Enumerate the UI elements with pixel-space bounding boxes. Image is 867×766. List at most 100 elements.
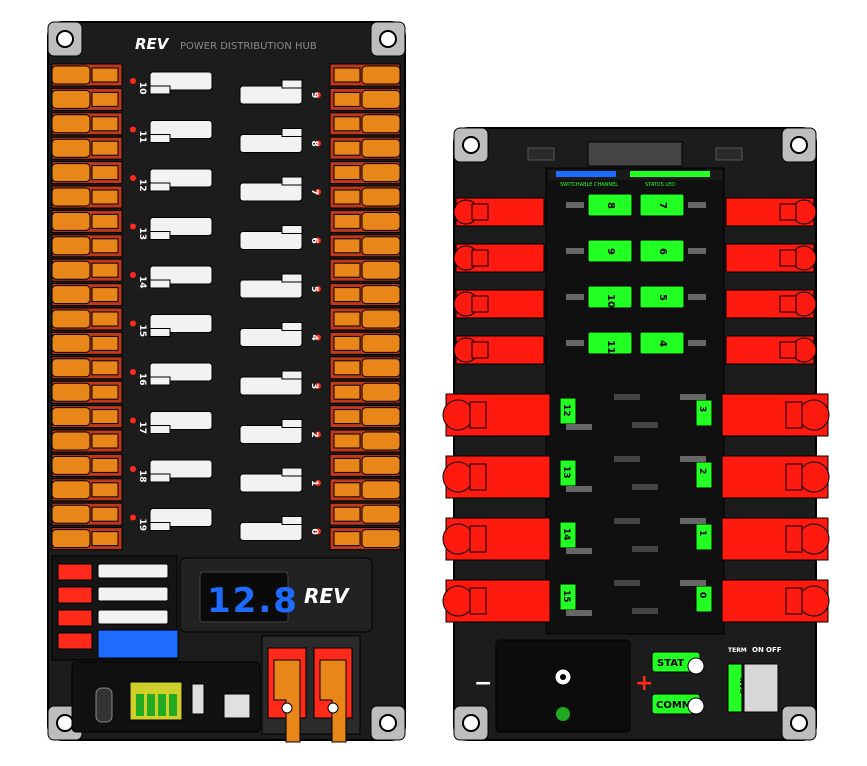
fuse-slot-13[interactable]: 13 bbox=[130, 217, 213, 241]
red-connector-left[interactable] bbox=[453, 289, 545, 319]
orange-wire-connector-left[interactable] bbox=[51, 258, 123, 282]
orange-wire-connector-left[interactable] bbox=[51, 356, 123, 380]
fuse-slot-15[interactable]: 15 bbox=[559, 580, 640, 616]
orange-wire-connector-left[interactable] bbox=[51, 429, 123, 453]
fuse-slot-3[interactable]: 3 bbox=[632, 394, 713, 428]
large-red-connector-left[interactable] bbox=[442, 579, 551, 623]
small-slot-22[interactable] bbox=[57, 609, 169, 627]
orange-wire-connector-right[interactable] bbox=[329, 87, 401, 111]
orange-wire-connector-right[interactable] bbox=[329, 356, 401, 380]
fuse-label: 1 bbox=[309, 480, 319, 486]
orange-wire-connector-right[interactable] bbox=[329, 185, 401, 209]
aux-connector[interactable] bbox=[223, 693, 251, 719]
fuse-slot-17[interactable]: 17 bbox=[130, 411, 213, 435]
fuse-slot-12[interactable]: 12 bbox=[559, 394, 640, 430]
orange-wire-connector-left[interactable] bbox=[51, 161, 123, 185]
orange-wire-connector-left[interactable] bbox=[51, 185, 123, 209]
orange-wire-connector-left[interactable] bbox=[51, 209, 123, 233]
orange-wire-connector-left[interactable] bbox=[51, 307, 123, 331]
orange-wire-connector-left[interactable] bbox=[51, 502, 123, 526]
fuse-slot-2[interactable]: 2 bbox=[239, 419, 321, 444]
red-connector-right[interactable] bbox=[725, 243, 817, 273]
fuse-slot-0[interactable]: 0 bbox=[632, 580, 713, 614]
orange-wire-connector-left[interactable] bbox=[51, 453, 123, 477]
red-connector-left[interactable] bbox=[453, 243, 545, 273]
fuse-slot-1[interactable]: 1 bbox=[239, 467, 321, 493]
fuse-slot-14[interactable]: 14 bbox=[130, 265, 213, 289]
red-connector-left[interactable] bbox=[453, 197, 545, 227]
fuse-slot-0[interactable]: 0 bbox=[239, 516, 321, 541]
orange-wire-connector-right[interactable] bbox=[329, 283, 401, 307]
fuse-slot-3[interactable]: 3 bbox=[239, 370, 321, 396]
orange-wire-connector-right[interactable] bbox=[329, 453, 401, 477]
orange-wire-connector-right[interactable] bbox=[329, 405, 401, 429]
orange-wire-connector-left[interactable] bbox=[51, 331, 123, 355]
large-red-connector-left[interactable] bbox=[442, 517, 551, 561]
orange-wire-connector-right[interactable] bbox=[329, 478, 401, 502]
orange-wire-connector-right[interactable] bbox=[329, 258, 401, 282]
can-connector[interactable] bbox=[727, 663, 743, 713]
orange-wire-connector-right[interactable] bbox=[329, 63, 401, 87]
orange-wire-connector-left[interactable] bbox=[51, 380, 123, 404]
voltage-display: 12.8 bbox=[207, 581, 299, 621]
fuse-slot-19[interactable]: 19 bbox=[130, 508, 213, 532]
large-red-connector-right[interactable] bbox=[721, 393, 830, 437]
small-slot-21[interactable] bbox=[57, 586, 169, 604]
orange-wire-connector-right[interactable] bbox=[329, 380, 401, 404]
large-red-connector-right[interactable] bbox=[721, 517, 830, 561]
orange-wire-connector-left[interactable] bbox=[51, 234, 123, 258]
fuse-slot-16[interactable]: 16 bbox=[130, 362, 213, 386]
fuse-slot-13[interactable]: 13 bbox=[559, 456, 640, 492]
fuse-slot-9[interactable]: 9 bbox=[239, 79, 321, 105]
large-red-connector-left[interactable] bbox=[442, 455, 551, 499]
fuse-slot-7[interactable]: 7 bbox=[239, 176, 321, 202]
usb-c-port[interactable] bbox=[95, 687, 113, 723]
orange-wire-connector-right[interactable] bbox=[329, 209, 401, 233]
fuse-slot-5[interactable]: 5 bbox=[239, 273, 321, 299]
orange-wire-connector-left[interactable] bbox=[51, 478, 123, 502]
fuse-label: 10 bbox=[605, 294, 616, 308]
fuse-slot-11[interactable]: 11 bbox=[130, 120, 213, 144]
red-connector-right[interactable] bbox=[725, 197, 817, 227]
fuse-slot-14[interactable]: 14 bbox=[559, 518, 640, 554]
orange-wire-connector-right[interactable] bbox=[329, 502, 401, 526]
orange-wire-connector-right[interactable] bbox=[329, 161, 401, 185]
can-terminal[interactable] bbox=[743, 663, 779, 713]
orange-wire-connector-left[interactable] bbox=[51, 112, 123, 136]
termination-switch[interactable] bbox=[191, 683, 205, 715]
orange-wire-connector-right[interactable] bbox=[329, 429, 401, 453]
orange-wire-connector-right[interactable] bbox=[329, 112, 401, 136]
red-connector-right[interactable] bbox=[725, 335, 817, 365]
fuse-slot-1[interactable]: 1 bbox=[632, 518, 713, 552]
top-connector-header[interactable] bbox=[587, 141, 683, 167]
fuse-slot-4[interactable]: 4 bbox=[239, 322, 321, 347]
large-red-connector-left[interactable] bbox=[442, 393, 551, 437]
fuse-slot-6[interactable]: 6 bbox=[239, 225, 321, 250]
orange-wire-connector-left[interactable] bbox=[51, 405, 123, 429]
orange-wire-connector-left[interactable] bbox=[51, 136, 123, 160]
orange-wire-connector-left[interactable] bbox=[51, 87, 123, 111]
orange-wire-connector-right[interactable] bbox=[329, 136, 401, 160]
small-slot-20[interactable] bbox=[57, 563, 169, 581]
orange-wire-connector-left[interactable] bbox=[51, 63, 123, 87]
red-connector-left[interactable] bbox=[453, 335, 545, 365]
fuse-slot-10[interactable]: 10 bbox=[130, 71, 213, 95]
fuse-slot-18[interactable]: 18 bbox=[130, 459, 213, 483]
fuse-slot-2[interactable]: 2 bbox=[632, 456, 713, 490]
orange-wire-connector-right[interactable] bbox=[329, 331, 401, 355]
orange-wire-connector-right[interactable] bbox=[329, 234, 401, 258]
red-connector-right[interactable] bbox=[725, 289, 817, 319]
large-red-connector-right[interactable] bbox=[721, 455, 830, 499]
fuse-slot-12[interactable]: 12 bbox=[130, 168, 213, 192]
orange-wire-connector-left[interactable] bbox=[51, 527, 123, 551]
orange-wire-connector-left[interactable] bbox=[51, 283, 123, 307]
fuse-slot-15[interactable]: 15 bbox=[130, 314, 213, 338]
large-red-connector-right[interactable] bbox=[721, 579, 830, 623]
fuse-slot-8[interactable]: 8 bbox=[239, 128, 321, 153]
orange-wire-connector-right[interactable] bbox=[329, 307, 401, 331]
orange-wire-connector-right[interactable] bbox=[329, 527, 401, 551]
